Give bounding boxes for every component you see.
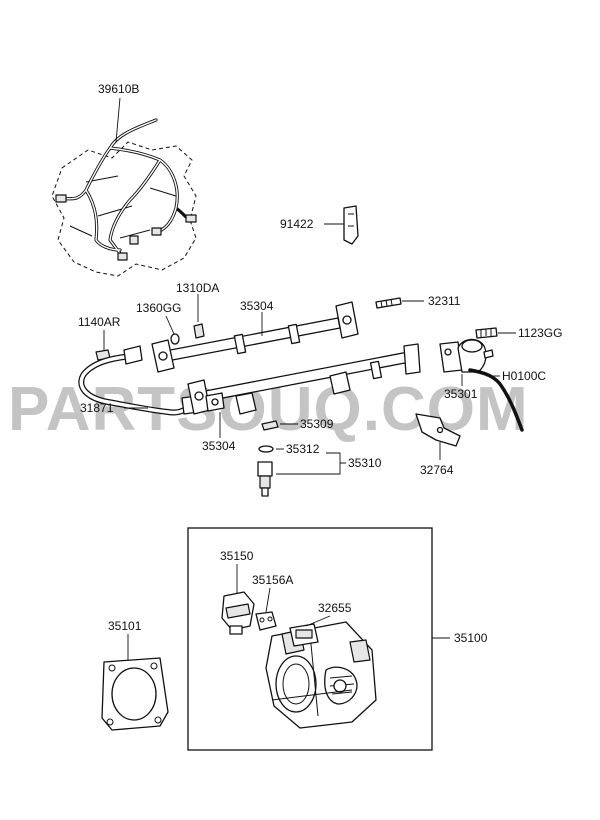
label-35101: 35101 xyxy=(108,619,142,633)
label-35312: 35312 xyxy=(286,442,320,456)
part-35301-pressure-regulator[interactable] xyxy=(439,338,494,373)
label-1310DA: 1310DA xyxy=(176,281,219,295)
label-1360GG: 1360GG xyxy=(136,301,181,315)
label-35309: 35309 xyxy=(300,417,334,431)
part-throttle-body[interactable] xyxy=(265,621,377,729)
label-32764: 32764 xyxy=(420,463,454,477)
part-35304-fuel-rail-upper[interactable] xyxy=(151,301,359,373)
label-1140AR: 1140AR xyxy=(78,315,121,329)
label-35150: 35150 xyxy=(220,549,254,563)
label-32655: 32655 xyxy=(318,601,352,615)
label-91422: 91422 xyxy=(280,217,314,231)
part-32764-bracket[interactable] xyxy=(415,413,461,447)
label-35310: 35310 xyxy=(348,456,382,470)
label-39610B: 39610B xyxy=(98,82,139,96)
engine-detail-lines xyxy=(69,175,177,239)
part-35156A-gasket[interactable] xyxy=(255,611,277,631)
part-35150-idle-actuator[interactable] xyxy=(221,591,255,635)
connector-icon xyxy=(117,252,128,261)
connector-icon xyxy=(185,214,197,223)
part-1310DA-nut[interactable] xyxy=(193,323,205,339)
label-35304-upper: 35304 xyxy=(240,299,274,313)
label-35100: 35100 xyxy=(454,631,488,645)
label-31871: 31871 xyxy=(80,401,114,415)
label-1123GG: 1123GG xyxy=(518,326,562,340)
part-H0100C-vacuum-hose[interactable] xyxy=(468,368,524,432)
part-35304-fuel-rail-lower[interactable] xyxy=(187,343,421,415)
label-35304-lower: 35304 xyxy=(202,439,236,453)
part-1123GG-bolt[interactable] xyxy=(475,327,498,339)
part-32655-throttle-position-sensor[interactable] xyxy=(289,623,319,647)
connector-icon xyxy=(129,235,139,245)
part-91422-bracket[interactable] xyxy=(343,205,359,245)
part-35101-gasket[interactable] xyxy=(101,657,169,731)
connector-icon xyxy=(151,227,162,236)
part-35309-clip[interactable] xyxy=(261,420,279,431)
part-32311-bolt[interactable] xyxy=(375,297,402,309)
part-35312-o-ring[interactable] xyxy=(258,445,274,453)
label-35156A: 35156A xyxy=(252,573,293,587)
label-32311: 32311 xyxy=(428,294,461,308)
label-H0100C: H0100C xyxy=(502,369,546,383)
part-35310-sensor[interactable] xyxy=(257,461,273,497)
part-1360GG-washer[interactable] xyxy=(170,333,180,345)
engine-wiring-harness[interactable] xyxy=(51,118,197,277)
assembly-box-35100 xyxy=(187,527,433,751)
label-35301: 35301 xyxy=(444,387,478,401)
connector-icon xyxy=(55,194,67,203)
